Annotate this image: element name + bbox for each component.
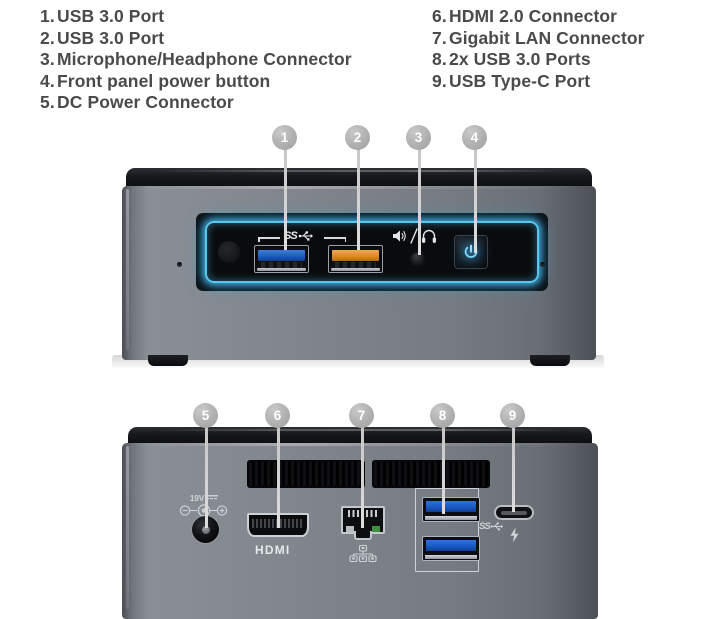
- usb-bracket-tick-left: [258, 237, 280, 241]
- usb-pair-bracket: [415, 488, 479, 572]
- vent-grille-left: [247, 460, 365, 488]
- usb-rear-bottom-tongue: [426, 540, 476, 551]
- callout-badge-1[interactable]: 1: [272, 125, 297, 150]
- legend: 1.USB 3.0 Port 2.USB 3.0 Port 3.Micropho…: [0, 0, 720, 112]
- front-device-foot-left: [148, 355, 188, 366]
- legend-item-6-number: 6.: [432, 6, 447, 26]
- legend-item-7: 7.Gigabit LAN Connector: [432, 28, 645, 50]
- front-io-panel: SS: [196, 213, 548, 291]
- usb-port-orange-lip: [331, 267, 380, 271]
- leader-line-8: [442, 418, 445, 514]
- legend-column-left: 1.USB 3.0 Port 2.USB 3.0 Port 3.Micropho…: [40, 6, 352, 114]
- legend-item-6-label: HDMI 2.0 Connector: [449, 6, 618, 26]
- usb-superspeed-icon: SS: [284, 230, 314, 242]
- front-device-foot-right: [530, 355, 570, 366]
- legend-item-4-number: 4.: [40, 70, 55, 91]
- lan-led-right: [372, 526, 380, 532]
- leader-line-1: [284, 140, 287, 250]
- leader-line-4: [474, 140, 477, 253]
- legend-column-right: 6.HDMI 2.0 Connector 7.Gigabit LAN Conne…: [432, 6, 645, 92]
- legend-item-4-label: Front panel power button: [57, 70, 271, 91]
- rear-device-lid: [128, 427, 592, 446]
- ir-receiver-icon: [218, 241, 240, 263]
- legend-item-1: 1.USB 3.0 Port: [40, 6, 352, 28]
- usb-port-blue-lip: [257, 267, 306, 271]
- usb-rear-bottom-lip: [425, 555, 477, 559]
- superspeed-text-rear: SS: [479, 521, 491, 532]
- usb-bracket-tick-right: [324, 237, 346, 241]
- usb-3-port-rear-bottom[interactable]: [422, 536, 480, 561]
- usb-port-blue-tongue: [258, 249, 305, 261]
- audio-slash-icon: [410, 228, 418, 244]
- leader-line-9: [512, 418, 515, 512]
- headphone-icon: [422, 229, 436, 243]
- legend-item-1-number: 1.: [40, 6, 55, 26]
- legend-item-4: 4.Front panel power button: [40, 71, 352, 93]
- legend-item-3-number: 3.: [40, 49, 55, 69]
- audio-jack[interactable]: [410, 251, 425, 266]
- speaker-icon: [393, 230, 406, 242]
- dc-power-label: 19V: [176, 493, 232, 517]
- legend-item-2: 2.USB 3.0 Port: [40, 28, 352, 50]
- thunderbolt-icon: [510, 527, 519, 543]
- legend-item-9-label: USB Type-C Port: [449, 70, 591, 91]
- hdmi-label: HDMI: [255, 543, 291, 557]
- lan-led-left: [346, 526, 354, 532]
- legend-item-8-label: 2x USB 3.0 Ports: [449, 49, 591, 69]
- callout-badge-6[interactable]: 6: [265, 403, 290, 428]
- microphone-hole-icon-right: [540, 262, 545, 267]
- callout-badge-8[interactable]: 8: [430, 403, 455, 428]
- legend-item-6: 6.HDMI 2.0 Connector: [432, 6, 645, 28]
- legend-item-2-number: 2.: [40, 27, 55, 48]
- network-icon: [349, 545, 377, 562]
- leader-line-3: [418, 140, 421, 255]
- callout-badge-2[interactable]: 2: [345, 125, 370, 150]
- legend-item-5-label: DC Power Connector: [57, 92, 234, 112]
- superspeed-text: SS: [284, 230, 298, 242]
- usb-port-orange-tongue: [332, 249, 379, 261]
- dc-current-icon: [205, 494, 219, 499]
- legend-item-8: 8.2x USB 3.0 Ports: [432, 49, 645, 71]
- callout-badge-9[interactable]: 9: [500, 403, 525, 428]
- callout-badge-3[interactable]: 3: [406, 125, 431, 150]
- front-panel-glow-ring: [205, 221, 539, 283]
- microphone-hole-icon-left: [177, 262, 182, 267]
- dc-voltage-value: 19V: [189, 493, 205, 503]
- legend-item-9: 9.USB Type-C Port: [432, 71, 645, 93]
- usb-trident-icon-rear: [490, 522, 503, 531]
- lan-port-latch: [354, 531, 372, 540]
- usb-3-port-orange[interactable]: [328, 245, 383, 273]
- legend-item-9-number: 9.: [432, 70, 447, 91]
- usb-trident-icon: [298, 231, 313, 241]
- leader-line-5: [205, 418, 208, 528]
- usb-rear-top-tongue: [426, 501, 476, 512]
- callout-badge-5[interactable]: 5: [193, 403, 218, 428]
- usb-3-port-blue[interactable]: [254, 245, 309, 273]
- legend-item-1-label: USB 3.0 Port: [57, 6, 165, 26]
- dc-voltage-text: 19V: [190, 493, 219, 503]
- legend-item-5-number: 5.: [40, 92, 55, 112]
- legend-item-2-label: USB 3.0 Port: [57, 27, 165, 48]
- usb-superspeed-icon-rear: SS: [479, 521, 504, 532]
- legend-item-7-number: 7.: [432, 27, 447, 48]
- legend-item-8-number: 8.: [432, 49, 447, 69]
- usb-port-blue-contacts: [261, 262, 302, 268]
- usb-port-orange-contacts: [335, 262, 376, 268]
- power-button[interactable]: [454, 235, 488, 269]
- audio-connector-icons: [392, 228, 437, 244]
- legend-item-7-label: Gigabit LAN Connector: [449, 27, 645, 48]
- legend-item-5: 5.DC Power Connector: [40, 92, 352, 114]
- callout-badge-7[interactable]: 7: [349, 403, 374, 428]
- usb-3-port-rear-top[interactable]: [422, 497, 480, 522]
- leader-line-6: [277, 418, 280, 528]
- legend-item-3: 3.Microphone/Headphone Connector: [40, 49, 352, 71]
- leader-line-7: [361, 418, 364, 528]
- legend-item-3-label: Microphone/Headphone Connector: [57, 49, 352, 69]
- callout-badge-4[interactable]: 4: [462, 125, 487, 150]
- usb-rear-top-lip: [425, 516, 477, 520]
- vent-grille-right: [372, 460, 490, 488]
- leader-line-2: [357, 140, 360, 250]
